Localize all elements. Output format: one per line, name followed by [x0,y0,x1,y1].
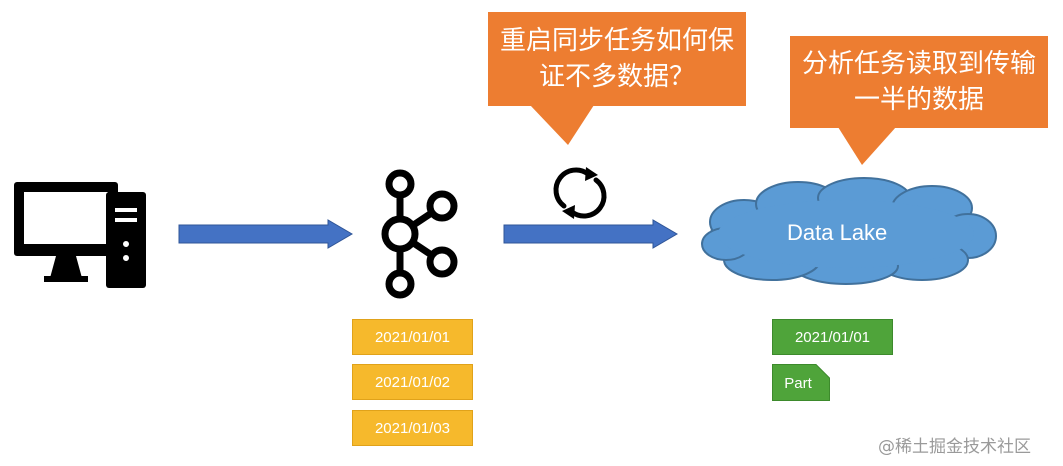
callout-analysis-line1: 分析任务读取到传输 [801,49,1036,79]
callout-restart-line1: 重启同步任务如何保 [499,26,734,56]
arrow-kafka-to-lake [503,219,678,249]
computer-icon [14,182,146,288]
kafka-partition-tag: 2021/01/01 [352,319,473,355]
kafka-partition-tag: 2021/01/02 [352,364,473,400]
data-lake-cloud [701,177,997,285]
callout-analysis-partial-data: 分析任务读取到传输 一半的数据 [790,36,1048,128]
refresh-icon [553,167,607,219]
callout-analysis-line2: 一半的数据 [853,85,984,115]
watermark: @稀土掘金技术社区 [878,437,1031,457]
data-lake-label: Data Lake [787,220,888,245]
lake-file-partial-shape [772,364,830,401]
callout-analysis-pointer [838,127,896,165]
arrow-computer-to-kafka [178,219,353,249]
callout-restart-line2: 证不多数据？ [538,62,695,92]
lake-file-complete-tag: 2021/01/01 [772,319,893,355]
kafka-icon [381,169,458,299]
lake-file-partial-label: Part [784,374,812,392]
kafka-partition-tag: 2021/01/03 [352,410,473,446]
callout-restart-pointer [530,105,594,145]
callout-restart-question: 重启同步任务如何保 证不多数据？ [488,12,746,106]
